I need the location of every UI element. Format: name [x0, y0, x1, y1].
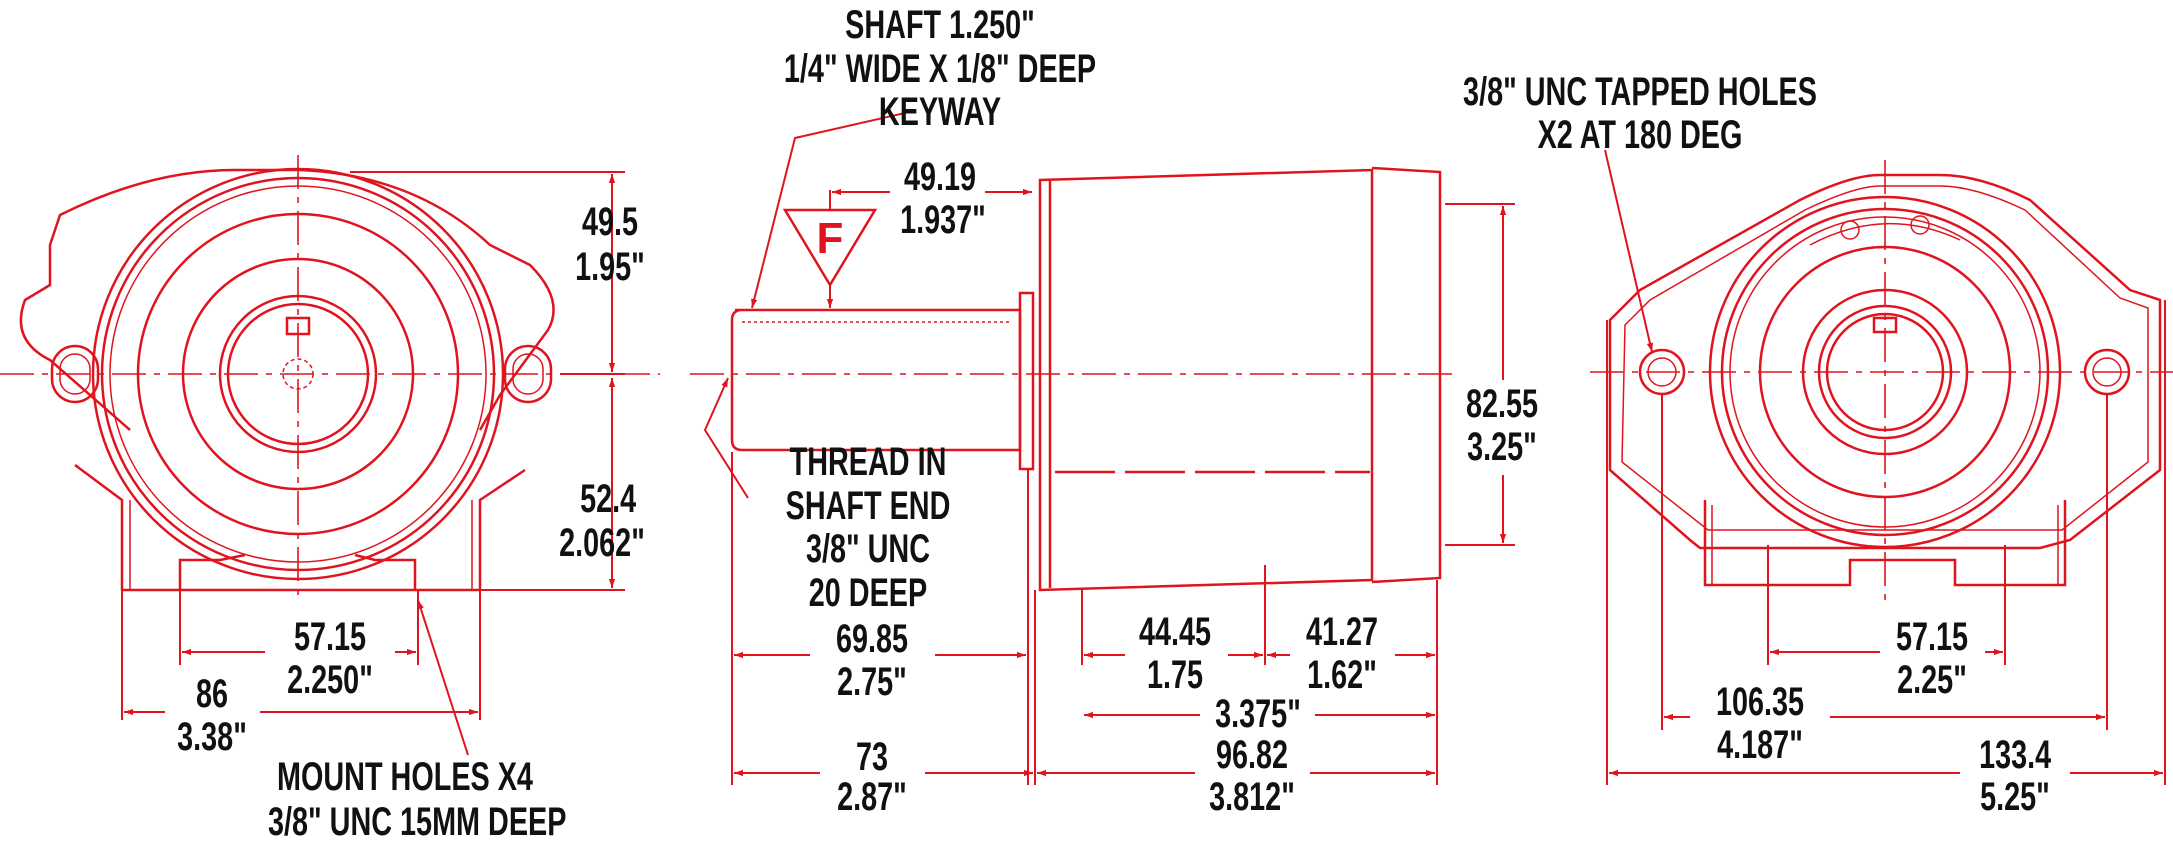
shaft-overall-in: 2.87" — [837, 774, 907, 819]
rear-tapped-spacing-mm: 106.35 — [1716, 679, 1804, 724]
end-cap — [1371, 166, 1442, 584]
shaft-callout-line3: KEYWAY — [879, 89, 1001, 134]
rear-overall-in: 5.25" — [1980, 774, 2050, 819]
body-combined-in: 3.375" — [1215, 691, 1301, 736]
body-seg1-in: 1.75 — [1147, 652, 1203, 697]
body-seg2-mm: 41.27 — [1306, 609, 1378, 654]
shaft — [730, 308, 1022, 452]
body-seg1-mm: 44.45 — [1139, 609, 1211, 654]
top-height-mm: 49.5 — [582, 199, 638, 244]
side-view: F — [690, 112, 1515, 785]
thread-callout-line2: SHAFT END — [786, 483, 951, 528]
front-base-width-mm: 86 — [196, 671, 228, 716]
front-hole-spacing-in: 2.250" — [287, 657, 373, 702]
shaft-length-in: 2.75" — [837, 659, 907, 704]
bottom-height-in: 2.062" — [559, 520, 645, 565]
mount-holes-line2: 3/8" UNC 15MM DEEP — [268, 799, 566, 844]
shaft-length-mm: 69.85 — [836, 616, 908, 661]
side-view-text: SHAFT 1.250" 1/4" WIDE X 1/8" DEEP KEYWA… — [784, 2, 1538, 819]
tapped-holes-line1: 3/8" UNC TAPPED HOLES — [1463, 69, 1817, 114]
tapped-holes-line2: X2 AT 180 DEG — [1538, 112, 1743, 157]
flange-offset-in: 1.937" — [900, 197, 986, 242]
shaft-overall-mm: 73 — [856, 734, 888, 779]
front-flange-outline — [19, 168, 555, 431]
front-view-text: 49.5 1.95" 52.4 2.062" 57.15 2.250" 86 3… — [177, 199, 645, 844]
front-base — [74, 463, 526, 592]
thread-callout-line4: 20 DEEP — [809, 570, 927, 615]
rear-view-text: 3/8" UNC TAPPED HOLES X2 AT 180 DEG 57.1… — [1463, 69, 2052, 819]
datum-letter: F — [817, 214, 844, 263]
shaft-callout-line2: 1/4" WIDE X 1/8" DEEP — [784, 46, 1096, 91]
rear-tapped-spacing-in: 4.187" — [1717, 722, 1803, 767]
rear-view — [1590, 149, 2173, 785]
thread-callout-line3: 3/8" UNC — [806, 526, 930, 571]
rear-hole-spacing-in: 2.25" — [1897, 657, 1967, 702]
mount-holes-line1: MOUNT HOLES X4 — [277, 754, 533, 799]
thread-callout-line1: THREAD IN — [790, 439, 947, 484]
shaft-callout-line1: SHAFT 1.250" — [845, 2, 1035, 47]
body-overall-mm: 96.82 — [1216, 732, 1288, 777]
rear-flange-outline — [1608, 173, 2162, 550]
rear-hole-spacing-mm: 57.15 — [1896, 614, 1968, 659]
front-base-width-in: 3.38" — [177, 714, 247, 759]
flange-offset-mm: 49.19 — [904, 154, 976, 199]
body-seg2-in: 1.62" — [1307, 652, 1377, 697]
front-hole-spacing-mm: 57.15 — [294, 614, 366, 659]
body-diameter-in: 3.25" — [1467, 424, 1537, 469]
body-overall-in: 3.812" — [1209, 774, 1295, 819]
front-view — [0, 155, 660, 756]
motor-body — [1038, 168, 1374, 592]
top-height-in: 1.95" — [575, 244, 645, 289]
bottom-height-mm: 52.4 — [580, 476, 637, 521]
rear-overall-mm: 133.4 — [1979, 732, 2052, 777]
body-diameter-mm: 82.55 — [1466, 381, 1538, 426]
